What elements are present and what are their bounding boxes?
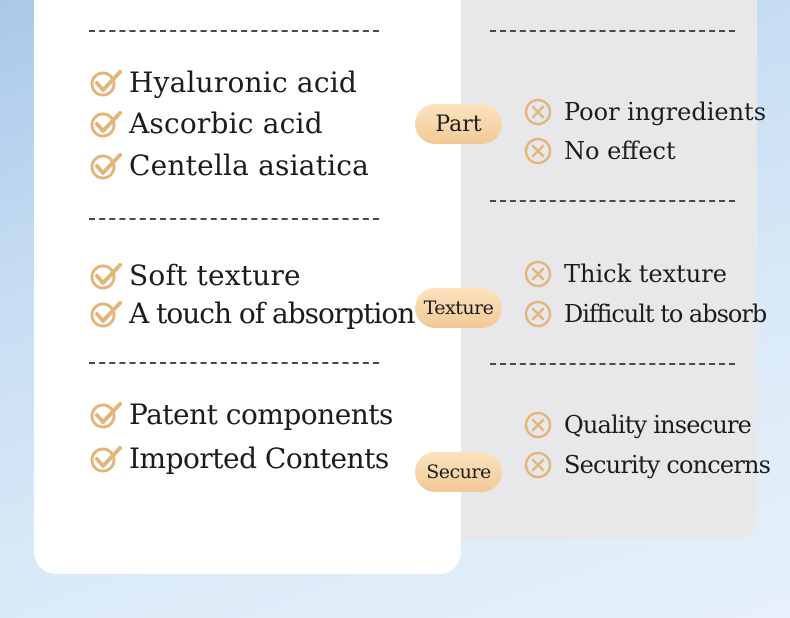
drawback-text: Poor ingredients	[564, 98, 767, 126]
x-circle-icon	[524, 451, 552, 479]
benefit-text: Centella asiatica	[129, 149, 370, 182]
x-circle-icon	[524, 411, 552, 439]
check-circle-icon	[90, 262, 122, 289]
category-badge-secure: Secure	[415, 452, 502, 492]
drawback-text: Security concerns	[564, 451, 771, 479]
check-circle-icon	[90, 300, 122, 327]
other-product-panel	[461, 0, 757, 540]
drawback-item: Difficult to absorb	[524, 300, 767, 328]
check-circle-icon	[90, 110, 122, 137]
benefit-item: Imported Contents	[89, 442, 389, 475]
x-circle-icon	[524, 300, 552, 328]
divider-right-2	[490, 363, 735, 365]
drawback-item: No effect	[524, 137, 676, 165]
divider-left-1	[89, 218, 379, 220]
benefit-text: Hyaluronic acid	[129, 66, 357, 99]
benefit-text: Ascorbic acid	[129, 107, 323, 140]
x-circle-icon	[524, 260, 552, 288]
divider-left-top	[89, 30, 379, 32]
check-circle-icon	[90, 445, 122, 472]
divider-right-1	[490, 200, 735, 202]
benefit-text: Soft texture	[129, 259, 301, 292]
benefit-item: Ascorbic acid	[89, 107, 323, 140]
drawback-item: Quality insecure	[524, 411, 752, 439]
benefit-text: Patent components	[129, 398, 393, 431]
benefit-item: Soft texture	[89, 259, 301, 292]
benefit-item: Patent components	[89, 398, 393, 431]
drawback-text: Quality insecure	[564, 411, 752, 439]
divider-left-2	[89, 362, 379, 364]
drawback-text: No effect	[564, 137, 676, 165]
benefit-item: Hyaluronic acid	[89, 66, 357, 99]
drawback-text: Difficult to absorb	[564, 300, 767, 328]
check-circle-icon	[90, 69, 122, 96]
benefit-text: A touch of absorption	[129, 297, 415, 330]
benefit-text: Imported Contents	[129, 442, 389, 475]
benefit-item: Centella asiatica	[89, 149, 369, 182]
benefit-item: A touch of absorption	[89, 297, 415, 330]
x-circle-icon	[524, 137, 552, 165]
check-circle-icon	[90, 401, 122, 428]
category-badge-texture: Texture	[415, 288, 502, 328]
drawback-item: Security concerns	[524, 451, 771, 479]
check-circle-icon	[90, 152, 122, 179]
drawback-item: Poor ingredients	[524, 98, 766, 126]
category-badge-part: Part	[415, 104, 502, 144]
drawback-item: Thick texture	[524, 260, 727, 288]
x-circle-icon	[524, 98, 552, 126]
drawback-text: Thick texture	[564, 260, 727, 288]
divider-right-top	[490, 30, 735, 32]
